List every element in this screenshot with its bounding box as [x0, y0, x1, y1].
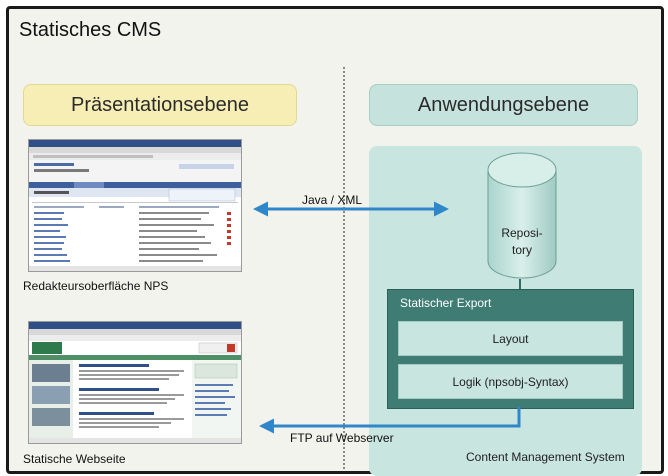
ftp-arrow [259, 407, 521, 434]
repository-label-line2: tory [511, 243, 532, 257]
ftp-label: FTP auf Webserver [290, 431, 394, 445]
logic-box: Logik (npsobj-Syntax) [398, 364, 623, 399]
nps-editor-thumbnail [29, 140, 241, 271]
static-webpage-caption: Statische Webseite [23, 452, 126, 466]
cms-label: Content Management System [466, 450, 625, 464]
presentation-layer-label: Präsentationsebene [71, 93, 249, 116]
diagram-title: Statisches CMS [19, 19, 162, 41]
application-layer-band: Anwendungsebene [369, 84, 638, 126]
nps-editor-screenshot [28, 139, 242, 272]
repository-label: Reposi- tory [487, 225, 557, 259]
layout-box: Layout [398, 321, 623, 356]
repository-label-line1: Reposi- [501, 226, 543, 240]
logic-label: Logik (npsobj-Syntax) [452, 374, 569, 389]
nps-editor-caption: Redakteursoberfläche NPS [23, 279, 169, 293]
java-xml-label: Java / XML [302, 193, 363, 207]
static-webpage-thumbnail [29, 322, 241, 443]
static-export-title: Statischer Export [400, 296, 492, 310]
repository-connector [519, 279, 521, 291]
layer-divider [343, 67, 345, 471]
layout-label: Layout [492, 331, 529, 346]
static-export-box: Statischer Export Layout Logik (npsobj-S… [387, 289, 634, 409]
repository-cylinder [487, 152, 557, 279]
application-layer-label: Anwendungsebene [417, 93, 590, 116]
presentation-layer-band: Präsentationsebene [23, 84, 297, 126]
static-webpage-screenshot [28, 321, 242, 444]
